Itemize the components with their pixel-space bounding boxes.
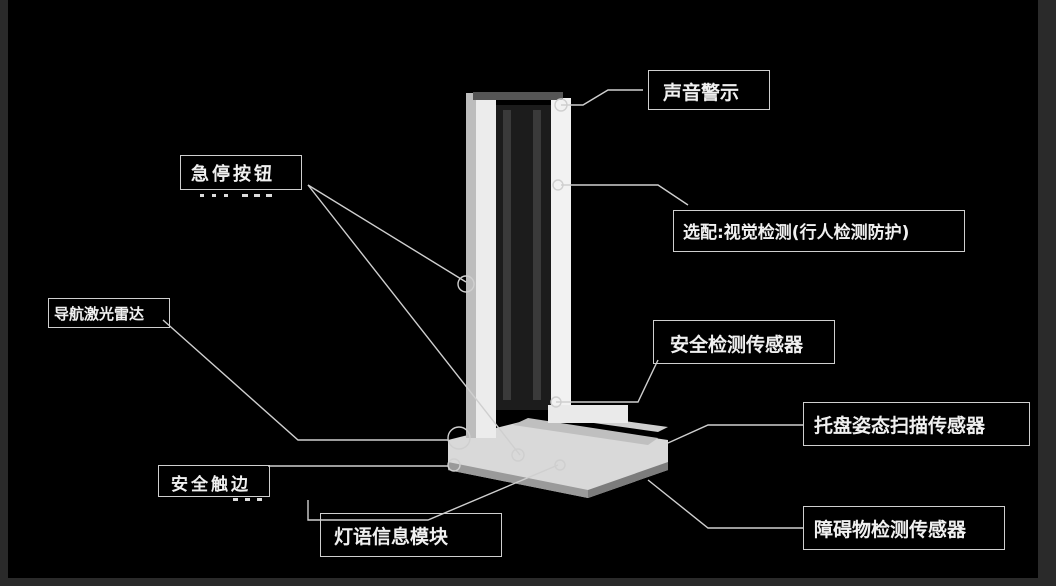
label-box-vision-detection xyxy=(673,210,965,252)
label-obstacle-sensor: 障碍物检测传感器 xyxy=(814,519,967,541)
label-light-module: 灯语信息模块 xyxy=(334,526,449,548)
label-box-safety-sensor xyxy=(653,320,835,364)
label-box-safety-edge xyxy=(158,465,270,497)
label-emergency-stop: 急停按钮 xyxy=(191,164,275,185)
label-vision-detection: 选配:视觉检测(行人检测防护) xyxy=(683,223,910,243)
decor-dots xyxy=(200,194,272,501)
label-box-emergency-stop xyxy=(180,155,302,190)
diagram-graphics xyxy=(162,89,803,529)
label-sound-alarm: 声音警示 xyxy=(663,82,740,104)
label-box-nav-lidar xyxy=(48,298,170,328)
label-safety-edge: 安全触边 xyxy=(171,475,251,495)
label-box-sound-alarm xyxy=(648,70,770,110)
label-safety-sensor: 安全检测传感器 xyxy=(670,334,804,356)
diagram-canvas: 声音警示 急停按钮 选配:视觉检测(行人检测防护) 导航激光雷达 安全检测传感器… xyxy=(8,0,1038,578)
leader-lines xyxy=(162,89,803,529)
label-box-light-module xyxy=(320,513,502,557)
robot-illustration xyxy=(448,92,668,498)
label-box-obstacle-sensor xyxy=(803,506,1005,550)
label-nav-lidar: 导航激光雷达 xyxy=(54,305,145,323)
label-box-pallet-sensor xyxy=(803,402,1030,446)
label-pallet-sensor: 托盘姿态扫描传感器 xyxy=(814,415,986,437)
